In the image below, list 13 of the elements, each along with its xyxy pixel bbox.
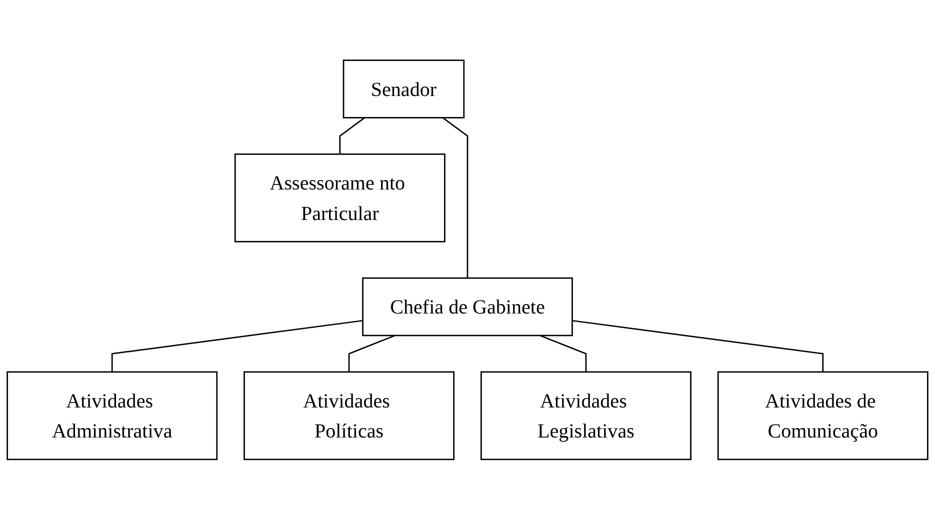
connector [339, 116, 366, 154]
node-box: Chefia de Gabinete [362, 277, 573, 336]
connector [111, 320, 363, 372]
node-box: Atividades de Comunicação [717, 370, 928, 460]
node-box: Atividades Administrativa [6, 370, 218, 460]
node-box: Atividades Políticas [244, 370, 455, 460]
node-box: Senador [342, 59, 465, 118]
connector [442, 116, 468, 278]
node-box: Atividades Legislativas [480, 370, 692, 460]
connector [348, 334, 396, 372]
connector [540, 334, 587, 372]
connector [572, 320, 824, 372]
node-box: Assessorame nto Particular [234, 153, 446, 242]
